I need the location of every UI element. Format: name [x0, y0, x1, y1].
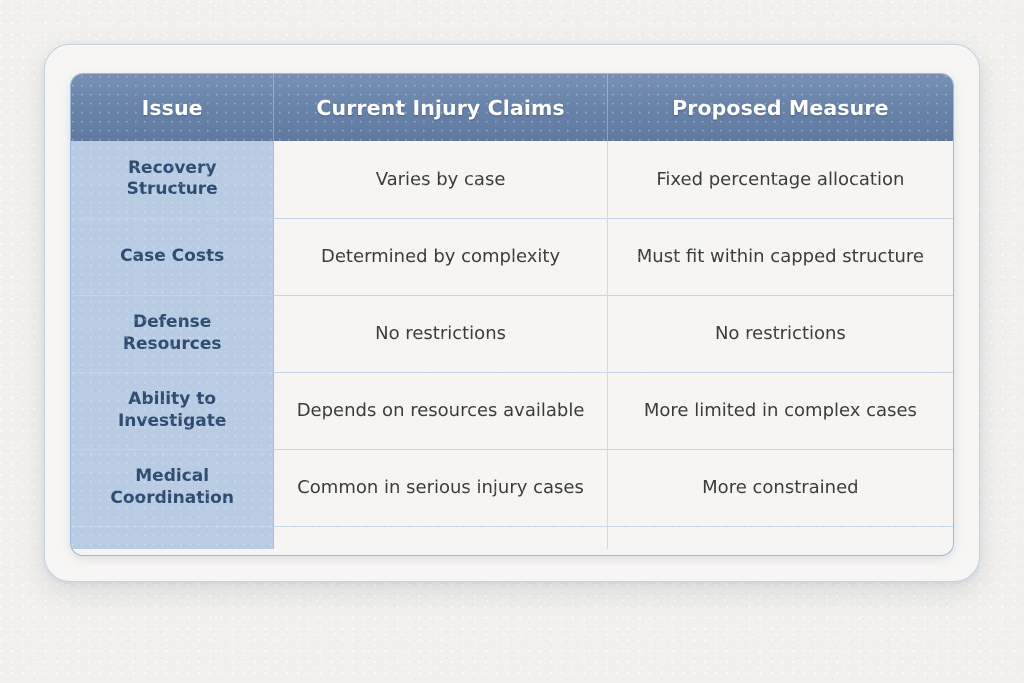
cell-current: No restrictions [273, 294, 608, 372]
cell-issue: Defense Resources [71, 294, 275, 372]
cell-current: Depends on resources available [273, 371, 608, 449]
table-row: Defense Resources No restrictions No res… [71, 294, 953, 372]
cell-proposed: No restrictions [607, 294, 953, 372]
column-header-current-injury-claims: Current Injury Claims [273, 74, 608, 141]
table-row: Case Costs Determined by complexity Must… [71, 217, 953, 295]
cell-issue: Medical Coordination [71, 448, 275, 526]
cell-issue [71, 525, 275, 549]
cell-current [273, 525, 608, 549]
comparison-table: Issue Current Injury Claims Proposed Mea… [71, 74, 953, 549]
table-body: Recovery Structure Varies by case Fixed … [71, 141, 953, 549]
cell-proposed: Must fit within capped structure [607, 217, 953, 295]
cell-proposed: Fixed percentage allocation [607, 141, 953, 218]
cell-proposed [607, 525, 953, 549]
cell-current: Varies by case [273, 141, 608, 218]
table-header: Issue Current Injury Claims Proposed Mea… [71, 74, 953, 141]
table-row: Medical Coordination Common in serious i… [71, 448, 953, 526]
table-row: Ability to Investigate Depends on resour… [71, 371, 953, 449]
column-header-proposed-measure: Proposed Measure [607, 74, 953, 141]
cell-current: Determined by complexity [273, 217, 608, 295]
cell-proposed: More limited in complex cases [607, 371, 953, 449]
comparison-table-container: Issue Current Injury Claims Proposed Mea… [70, 73, 954, 556]
table-row-empty [71, 525, 953, 549]
cell-issue: Recovery Structure [71, 141, 275, 218]
cell-issue: Ability to Investigate [71, 371, 275, 449]
cell-proposed: More constrained [607, 448, 953, 526]
header-row: Issue Current Injury Claims Proposed Mea… [71, 74, 953, 141]
column-header-issue: Issue [71, 74, 275, 141]
cell-issue: Case Costs [71, 217, 275, 295]
comparison-card-wrapper: Issue Current Injury Claims Proposed Mea… [44, 44, 980, 582]
cell-current: Common in serious injury cases [273, 448, 608, 526]
table-row: Recovery Structure Varies by case Fixed … [71, 141, 953, 218]
